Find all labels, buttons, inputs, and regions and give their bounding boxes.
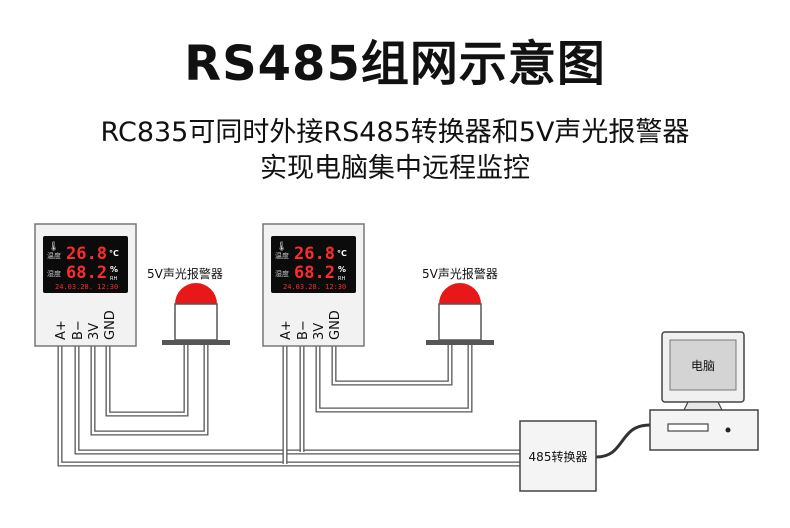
device-2-humid-label: 湿度 — [275, 269, 289, 278]
converter-box — [519, 420, 597, 492]
device-1-humid-unit: % — [110, 265, 118, 274]
device-1: 🌡 温度 湿度 26.8 68.2 °C % RH 24.03.28. 12:3… — [34, 223, 137, 347]
device-1-terminal-gnd: GND — [103, 310, 118, 340]
device-1-thermo-icon: 🌡 — [48, 241, 59, 252]
device-1-temp-label: 温度 — [47, 251, 61, 260]
alarm-1-lamp — [175, 283, 217, 304]
rs485-converter: 485转换器 — [519, 420, 597, 492]
device-1-humid-value: 68.2 — [66, 263, 107, 283]
subtitle-line-2: 实现电脑集中远程监控 — [260, 153, 530, 184]
subtitle-line-1: RC835可同时外接RS485转换器和5V声光报警器 — [100, 117, 690, 148]
alarm-2: 5V声光报警器 — [422, 266, 498, 345]
device-2-rh-label: RH — [338, 276, 345, 282]
device-2-temp-value: 26.8 — [294, 244, 335, 264]
alarm-2-base — [426, 340, 494, 345]
device-2-terminal-3v: 3V — [312, 323, 327, 340]
alarm-1-base — [162, 340, 230, 345]
device-1-datetime: 24.03.28. 12:30 — [55, 283, 118, 291]
alarm-1-body — [174, 303, 218, 341]
power-led — [725, 427, 731, 433]
converter-label: 485转换器 — [529, 449, 588, 464]
device-2-terminal-b: B− — [296, 320, 311, 340]
device-2-humid-value: 68.2 — [294, 263, 335, 283]
device-1-humid-label: 湿度 — [47, 269, 61, 278]
alarm-2-body — [438, 303, 482, 341]
device-2-terminal-gnd: GND — [328, 310, 343, 340]
device-1-temp-value: 26.8 — [66, 244, 107, 264]
alarm-2-label: 5V声光报警器 — [422, 266, 498, 281]
device-2-thermo-icon: 🌡 — [276, 241, 287, 252]
device-2-terminal-a: A+ — [279, 320, 294, 340]
monitor-stand — [683, 401, 723, 411]
computer: 电脑 — [649, 331, 759, 451]
device-2-humid-unit: % — [338, 265, 346, 274]
page-title: RS485组网示意图 — [184, 36, 606, 92]
alarm-1-label: 5V声光报警器 — [147, 266, 223, 281]
wires — [57, 344, 651, 467]
device-1-terminal-3v: 3V — [87, 323, 102, 340]
device-1-terminal-a: A+ — [54, 320, 69, 340]
device-2: 🌡 温度 湿度 26.8 68.2 °C % RH 24.03.28. 12:3… — [262, 223, 365, 347]
device-2-display — [271, 236, 356, 293]
device-2-temp-label: 温度 — [275, 251, 289, 260]
alarm-2-lamp — [439, 283, 481, 304]
monitor-screen — [669, 339, 737, 391]
alarm-1: 5V声光报警器 — [147, 266, 230, 345]
computer-label: 电脑 — [691, 359, 715, 373]
device-1-rh-label: RH — [110, 276, 117, 282]
drive-slot — [667, 423, 709, 432]
device-2-temp-unit: °C — [337, 249, 347, 258]
device-1-temp-unit: °C — [109, 249, 119, 258]
device-1-display — [43, 236, 128, 293]
device-1-terminal-b: B− — [71, 320, 86, 340]
device-2-datetime: 24.03.28. 12:30 — [283, 283, 346, 291]
